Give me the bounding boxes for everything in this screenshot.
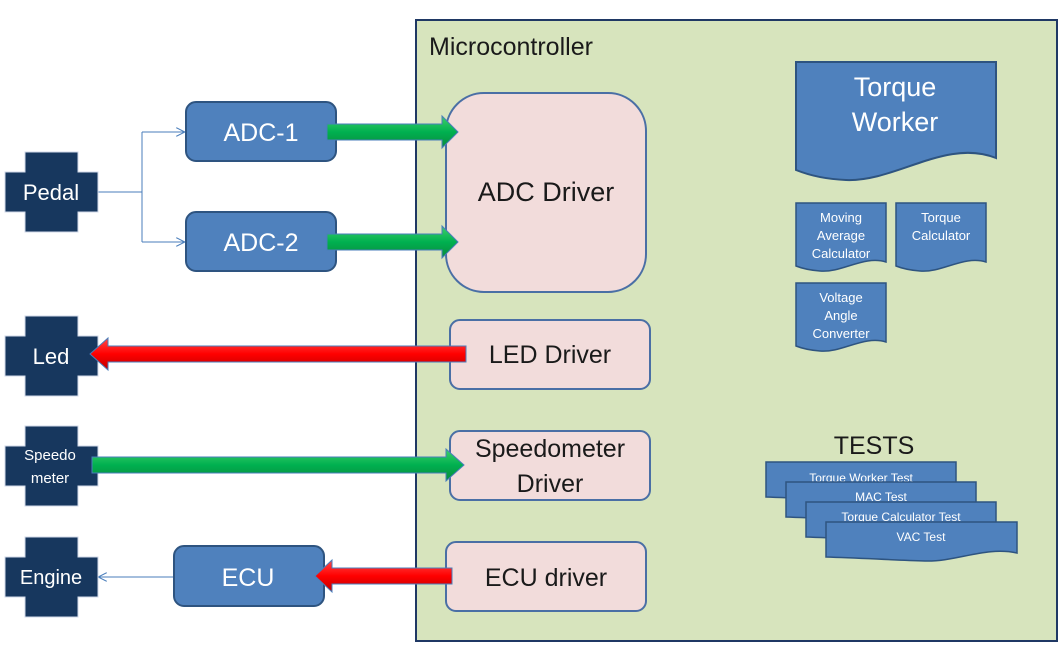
adc2-module: ADC-2: [185, 211, 337, 272]
adc1-label: ADC-1: [223, 119, 298, 147]
test-label-3: Torque Calculator Test: [841, 510, 961, 524]
adc1-module: ADC-1: [185, 101, 337, 162]
voltage-angle-label-line3: Converter: [812, 326, 870, 341]
ecu-driver-to-ecu-arrow: [314, 558, 453, 594]
torque-calculator-label-line1: Torque: [921, 210, 961, 225]
engine-node: Engine: [4, 536, 99, 618]
speedometer-node: Speedo meter: [4, 425, 99, 507]
torque-worker-label-line1: Torque: [854, 72, 937, 102]
moving-average-label-line2: Average: [817, 228, 865, 243]
moving-average-label-line1: Moving: [820, 210, 862, 225]
adc1-to-driver-arrow: [326, 114, 459, 150]
speedometer-arrow: [91, 447, 465, 483]
speedometer-driver-label-line2: Driver: [517, 470, 584, 498]
speedometer-label-line2: meter: [31, 470, 69, 487]
moving-average-calculator: Moving Average Calculator: [795, 202, 887, 272]
led-label: Led: [33, 344, 70, 369]
tests-title: TESTS: [834, 432, 915, 460]
led-driver: LED Driver: [449, 319, 651, 390]
ecu-module: ECU: [173, 545, 325, 607]
led-node: Led: [4, 315, 99, 397]
torque-worker: Torque Worker: [795, 61, 997, 182]
voltage-angle-converter: Voltage Angle Converter: [795, 282, 887, 352]
test-document-4: VAC Test: [825, 521, 1018, 562]
adc-driver-label: ADC Driver: [478, 177, 615, 207]
ecu-driver: ECU driver: [445, 541, 647, 612]
engine-label: Engine: [20, 567, 82, 589]
ecu-label: ECU: [222, 564, 275, 592]
pedal-connector: [97, 132, 184, 242]
speedometer-label-line1: Speedo: [24, 447, 76, 464]
torque-calculator-label-line2: Calculator: [912, 228, 971, 243]
ecu-driver-label: ECU driver: [485, 564, 607, 592]
torque-worker-label-line2: Worker: [852, 107, 939, 137]
voltage-angle-label-line1: Voltage: [819, 290, 862, 305]
microcontroller-label: Microcontroller: [429, 33, 593, 61]
torque-calculator: Torque Calculator: [895, 202, 987, 272]
adc2-label: ADC-2: [223, 229, 298, 257]
pedal-node: Pedal: [4, 151, 99, 233]
test-label-4: VAC Test: [897, 530, 947, 544]
speedometer-driver: Speedometer Driver: [449, 430, 651, 501]
led-driver-label: LED Driver: [489, 341, 611, 369]
moving-average-label-line3: Calculator: [812, 246, 871, 261]
test-label-2: MAC Test: [855, 490, 907, 504]
voltage-angle-label-line2: Angle: [824, 308, 857, 323]
adc2-to-driver-arrow: [326, 224, 459, 260]
led-driver-to-led-arrow: [89, 336, 467, 372]
speedometer-driver-label-line1: Speedometer: [475, 435, 625, 463]
pedal-label: Pedal: [23, 180, 79, 205]
adc-driver: ADC Driver: [445, 92, 647, 293]
